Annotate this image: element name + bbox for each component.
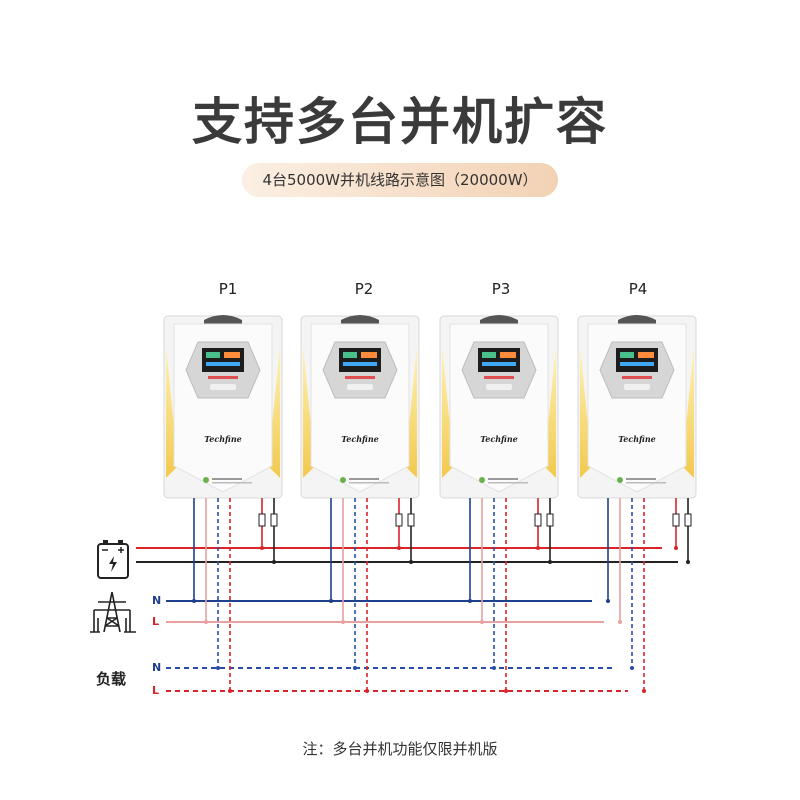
unit-label-p4: P4 bbox=[628, 280, 648, 298]
footnote: 注：多台并机功能仅限并机版 bbox=[302, 740, 498, 758]
lcd-screen bbox=[202, 348, 244, 372]
page-title: 支持多台并机扩容 bbox=[192, 93, 608, 151]
fuse-icon bbox=[546, 513, 554, 527]
inverter-unit-1: Techfine bbox=[163, 315, 283, 499]
fuse-icon bbox=[258, 513, 266, 527]
power-tower-icon bbox=[90, 591, 136, 633]
fuse-icon bbox=[672, 513, 680, 527]
fuse-icon bbox=[270, 513, 278, 527]
unit-label-p3: P3 bbox=[491, 280, 511, 298]
brand-logo: Techfine bbox=[341, 434, 379, 444]
unit-label-p1: P1 bbox=[218, 280, 238, 298]
brand-logo: Techfine bbox=[618, 434, 656, 444]
inverter-unit-3: Techfine bbox=[439, 315, 559, 499]
fuse-icon bbox=[395, 513, 403, 527]
unit-label-p2: P2 bbox=[354, 280, 374, 298]
brand-logo: Techfine bbox=[204, 434, 242, 444]
inverter-unit-2: Techfine bbox=[300, 315, 420, 499]
grid-neutral-label: N bbox=[152, 594, 162, 607]
brand-logo: Techfine bbox=[480, 434, 518, 444]
grid-live-label: L bbox=[152, 615, 160, 628]
lcd-screen bbox=[616, 348, 658, 372]
fuse-icon bbox=[407, 513, 415, 527]
inverter-unit-4: Techfine bbox=[577, 315, 697, 499]
battery-icon bbox=[97, 540, 129, 579]
fuse-icon bbox=[534, 513, 542, 527]
load-label: 负载 bbox=[96, 670, 127, 688]
subtitle-badge: 4台5000W并机线路示意图（20000W） bbox=[242, 163, 558, 197]
load-neutral-label: N bbox=[152, 661, 162, 674]
lcd-screen bbox=[478, 348, 520, 372]
lcd-screen bbox=[339, 348, 381, 372]
load-live-label: L bbox=[152, 684, 160, 697]
fuse-icon bbox=[684, 513, 692, 527]
